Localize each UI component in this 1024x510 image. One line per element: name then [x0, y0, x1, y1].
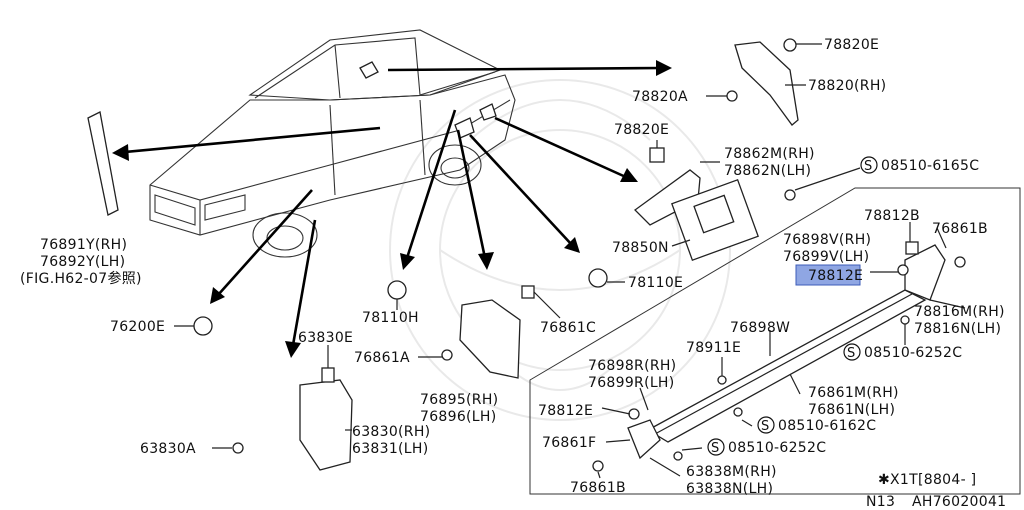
label-76861F: 76861F — [542, 435, 596, 451]
label-08510-6252C-right: 08510-6252C — [864, 345, 962, 361]
label-08510-6165C: 08510-6165C — [881, 158, 979, 174]
label-76861M: 76861M(RH) — [808, 385, 899, 401]
footnote-applicability: ✱X1T[8804- ] — [878, 472, 976, 488]
label-78110H: 78110H — [362, 310, 419, 326]
figure-code-ah: AH76020041 — [912, 494, 1006, 510]
label-78110E: 78110E — [628, 275, 683, 291]
label-76861C: 76861C — [540, 320, 596, 336]
label-78820A: 78820A — [632, 89, 688, 105]
label-78812E-highlighted[interactable]: 78812E — [808, 268, 863, 284]
screw-part — [441, 349, 453, 361]
label-63830: 63830(RH) — [352, 424, 430, 440]
watermark-emblem — [389, 79, 731, 421]
label-leaders — [174, 43, 966, 479]
s-symbol-6252C-right: S — [843, 343, 861, 361]
sill-molding-part — [646, 289, 927, 443]
label-78812B: 78812B — [864, 208, 920, 224]
s-symbol-6252C-bottom: S — [707, 438, 725, 456]
label-76896: 76896(LH) — [420, 409, 497, 425]
label-76891Y: 76891Y(RH) — [40, 237, 127, 253]
clip-part — [649, 147, 665, 163]
label-78816M: 78816M(RH) — [914, 304, 1005, 320]
pillar-trim-part — [87, 111, 119, 216]
label-76898R: 76898R(RH) — [588, 358, 676, 374]
label-78911E: 78911E — [686, 340, 741, 356]
s-symbol-6162C: S — [757, 416, 775, 434]
label-76200E: 76200E — [110, 319, 165, 335]
label-78850N: 78850N — [612, 240, 669, 256]
clip-part — [321, 367, 335, 383]
subassembly-frame — [529, 187, 1021, 495]
label-78812E-low: 78812E — [538, 403, 593, 419]
cap-part — [588, 268, 608, 288]
label-63831: 63831(LH) — [352, 441, 429, 457]
screw-part — [726, 90, 738, 102]
svg-text:S: S — [711, 441, 719, 456]
svg-text:S: S — [761, 419, 769, 434]
end-cap-part — [904, 244, 946, 301]
svg-text:S: S — [864, 159, 872, 174]
screw-part — [232, 442, 244, 454]
bracket-part — [634, 169, 701, 226]
label-63838N: 63838N(LH) — [686, 481, 773, 497]
label-78816N: 78816N(LH) — [914, 321, 1001, 337]
label-78820E-mid: 78820E — [614, 122, 669, 138]
cap-part — [193, 316, 213, 336]
clip-part — [521, 285, 535, 299]
mudflap-part — [459, 299, 521, 379]
label-76861B-low: 76861B — [570, 480, 626, 496]
label-76895: 76895(RH) — [420, 392, 498, 408]
figure-code-n13: N13 — [866, 494, 895, 510]
label-76861B-top: 76861B — [932, 221, 988, 237]
fender-liner-part — [734, 41, 799, 126]
label-78820E-top: 78820E — [824, 37, 879, 53]
label-76892Y: 76892Y(LH) — [40, 254, 125, 270]
end-cap-part — [627, 419, 661, 460]
label-76861A: 76861A — [354, 350, 410, 366]
label-76899R: 76899R(LH) — [588, 375, 675, 391]
label-78862M: 78862M(RH) — [724, 146, 815, 162]
label-highlight — [795, 264, 861, 286]
svg-text:S: S — [847, 346, 855, 361]
s-symbol-6165C: S — [860, 156, 878, 174]
label-08510-6162C: 08510-6162C — [778, 418, 876, 434]
leader-arrows — [112, 60, 672, 358]
mudflap-part — [299, 379, 353, 471]
label-fig-ref: (FIG.H62-07参照) — [20, 270, 142, 287]
clip-part — [783, 38, 797, 52]
label-63830A: 63830A — [140, 441, 196, 457]
label-63830E: 63830E — [298, 330, 353, 346]
label-76899V: 76899V(LH) — [783, 249, 869, 265]
cap-part — [387, 280, 407, 300]
car-illustration — [149, 29, 516, 258]
label-63838M: 63838M(RH) — [686, 464, 777, 480]
label-76898V: 76898V(RH) — [783, 232, 871, 248]
label-78862N: 78862N(LH) — [724, 163, 811, 179]
label-78820-rh: 78820(RH) — [808, 78, 886, 94]
screw-part — [784, 189, 796, 201]
vent-grille-part — [693, 194, 735, 234]
label-76898W: 76898W — [730, 320, 790, 336]
label-76861N: 76861N(LH) — [808, 402, 895, 418]
label-08510-6252C-bottom: 08510-6252C — [728, 440, 826, 456]
